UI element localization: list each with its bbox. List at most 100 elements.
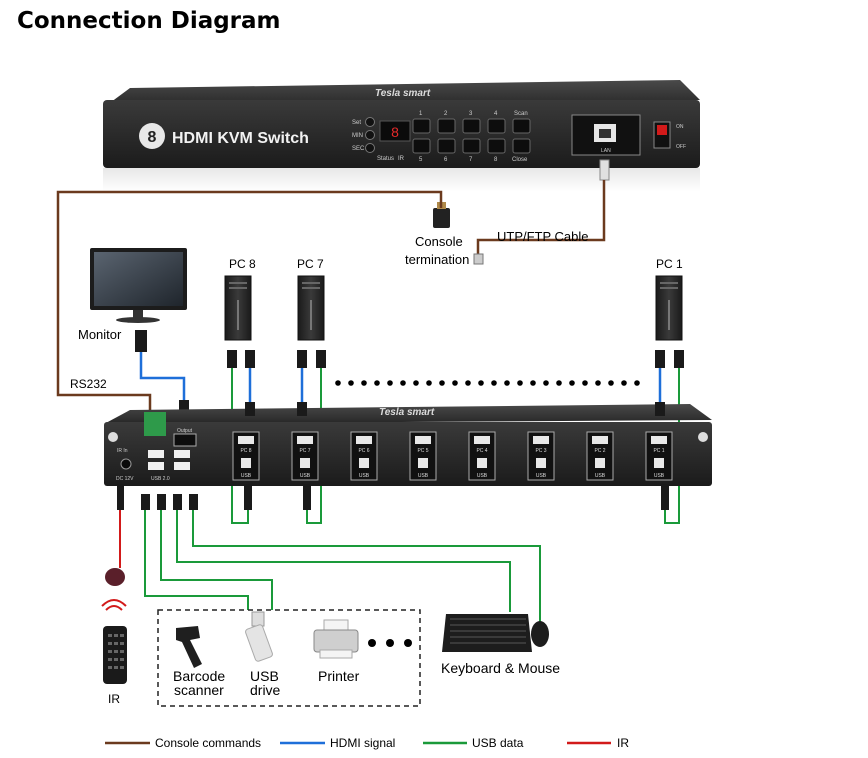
port-7-button[interactable]	[462, 138, 481, 154]
port-usb-label: USB	[241, 473, 252, 479]
console-label-line1: Console	[415, 234, 463, 249]
ellipsis-dot	[452, 380, 458, 386]
hdmi-port[interactable]	[474, 436, 490, 444]
rs232-cable	[56, 190, 443, 410]
monitor-hdmi-cable	[139, 352, 186, 402]
more-dot	[386, 639, 394, 647]
ellipsis-dot	[465, 380, 471, 386]
usb-b-port[interactable]	[300, 458, 310, 468]
port-1-button[interactable]	[412, 118, 431, 134]
port-4-button[interactable]	[487, 118, 506, 134]
kvm-switch-rear: Tesla smart IR In DC 12V Output USB 2.0	[104, 404, 712, 486]
ir-in-label: IR In	[117, 448, 128, 454]
barcode-label-line1: Barcode	[173, 668, 225, 684]
port-8-button[interactable]	[487, 138, 506, 154]
port-usb-label: USB	[536, 473, 547, 479]
port-pc-label: PC 2	[594, 448, 605, 454]
port-block-pc3: PC 3 USB	[527, 431, 555, 481]
port-block-pc2: PC 2 USB	[586, 431, 614, 481]
port-block-pc4: PC 4 USB	[468, 431, 496, 481]
min-button[interactable]	[365, 130, 375, 140]
sec-button[interactable]	[365, 143, 375, 153]
close-label: Close	[512, 157, 528, 163]
lan-plug	[473, 159, 610, 265]
port-3-button[interactable]	[462, 118, 481, 134]
port-block-pc8: PC 8 USB	[232, 431, 260, 481]
hdmi-port[interactable]	[651, 436, 667, 444]
usb-b-port[interactable]	[418, 458, 428, 468]
display-value: 8	[391, 124, 399, 140]
mouse-icon	[531, 621, 549, 647]
set-button[interactable]	[365, 117, 375, 127]
pc8-label: PC 8	[229, 257, 256, 271]
usb-drive-label-line1: USB	[250, 668, 279, 684]
close-button[interactable]	[512, 138, 531, 154]
port-buttons: 1 2 3 4 5 6 7 8	[412, 111, 506, 163]
port-usb-label: USB	[359, 473, 370, 479]
port-usb-label: USB	[300, 473, 311, 479]
printer-icon	[313, 619, 359, 659]
btn-label-set: Set	[352, 120, 361, 126]
port-pc-label: PC 8	[240, 448, 251, 454]
ellipsis-dot	[517, 380, 523, 386]
port-button-label: 6	[444, 157, 448, 163]
port-button-label: 4	[494, 111, 498, 117]
ellipsis-dot	[543, 380, 549, 386]
port-5-button[interactable]	[412, 138, 431, 154]
port-2-button[interactable]	[437, 118, 456, 134]
ellipsis-dot	[374, 380, 380, 386]
more-dot	[404, 639, 412, 647]
hdmi-port[interactable]	[592, 436, 608, 444]
output-hdmi-port[interactable]	[173, 433, 197, 447]
hdmi-port[interactable]	[533, 436, 549, 444]
usb-b-port[interactable]	[536, 458, 546, 468]
usb-b-port[interactable]	[595, 458, 605, 468]
hdmi-port[interactable]	[415, 436, 431, 444]
port-button-label: 5	[419, 157, 423, 163]
scan-button[interactable]	[512, 118, 531, 134]
ellipsis-dot	[595, 380, 601, 386]
port-pc-label: PC 4	[476, 448, 487, 454]
usb-line-usbdrive	[160, 510, 273, 610]
usb-b-port[interactable]	[654, 458, 664, 468]
ellipsis-dot	[413, 380, 419, 386]
port-button-label: 2	[444, 111, 448, 117]
logo-number: 8	[148, 129, 157, 146]
usb-b-port[interactable]	[359, 458, 369, 468]
usb-b-port[interactable]	[477, 458, 487, 468]
port-button-label: 3	[469, 111, 473, 117]
monitor-icon	[90, 248, 187, 323]
ir-receiver-icon	[105, 568, 125, 586]
ellipsis-dot	[608, 380, 614, 386]
barcode-scanner-icon	[176, 626, 202, 668]
monitor-hdmi-plug	[135, 330, 147, 352]
more-dot	[368, 639, 376, 647]
port-6-button[interactable]	[437, 138, 456, 154]
peripherals-box	[157, 609, 421, 707]
kvm-switch-front: 8 HDMI KVM Switch Tesla smart Set MIN SE…	[103, 80, 700, 192]
port-button-label: 1	[419, 111, 423, 117]
usb-drive-label-line2: drive	[250, 682, 281, 698]
port-pc-label: PC 3	[535, 448, 546, 454]
ellipsis-dot	[556, 380, 562, 386]
ellipsis-dot	[400, 380, 406, 386]
ellipsis-dot	[530, 380, 536, 386]
rs232-terminal[interactable]	[144, 412, 166, 436]
hdmi-port[interactable]	[238, 436, 254, 444]
scan-label: Scan	[514, 111, 528, 117]
ir-in-port[interactable]	[120, 458, 132, 470]
port-usb-label: USB	[418, 473, 429, 479]
legend-label-usb: USB data	[472, 736, 524, 750]
dc-label: DC 12V	[116, 476, 134, 482]
pc7-tower-icon	[297, 275, 325, 341]
hdmi-port[interactable]	[297, 436, 313, 444]
output-label: Output	[177, 428, 193, 434]
port-pc-label: PC 5	[417, 448, 428, 454]
hdmi-port[interactable]	[356, 436, 372, 444]
usb-b-port[interactable]	[241, 458, 251, 468]
port-usb-label: USB	[654, 473, 665, 479]
legend: Console commands HDMI signal USB data IR	[105, 736, 629, 750]
port-pc-label: PC 1	[653, 448, 664, 454]
ir-front-label: IR	[398, 156, 405, 162]
ellipsis-dot	[426, 380, 432, 386]
